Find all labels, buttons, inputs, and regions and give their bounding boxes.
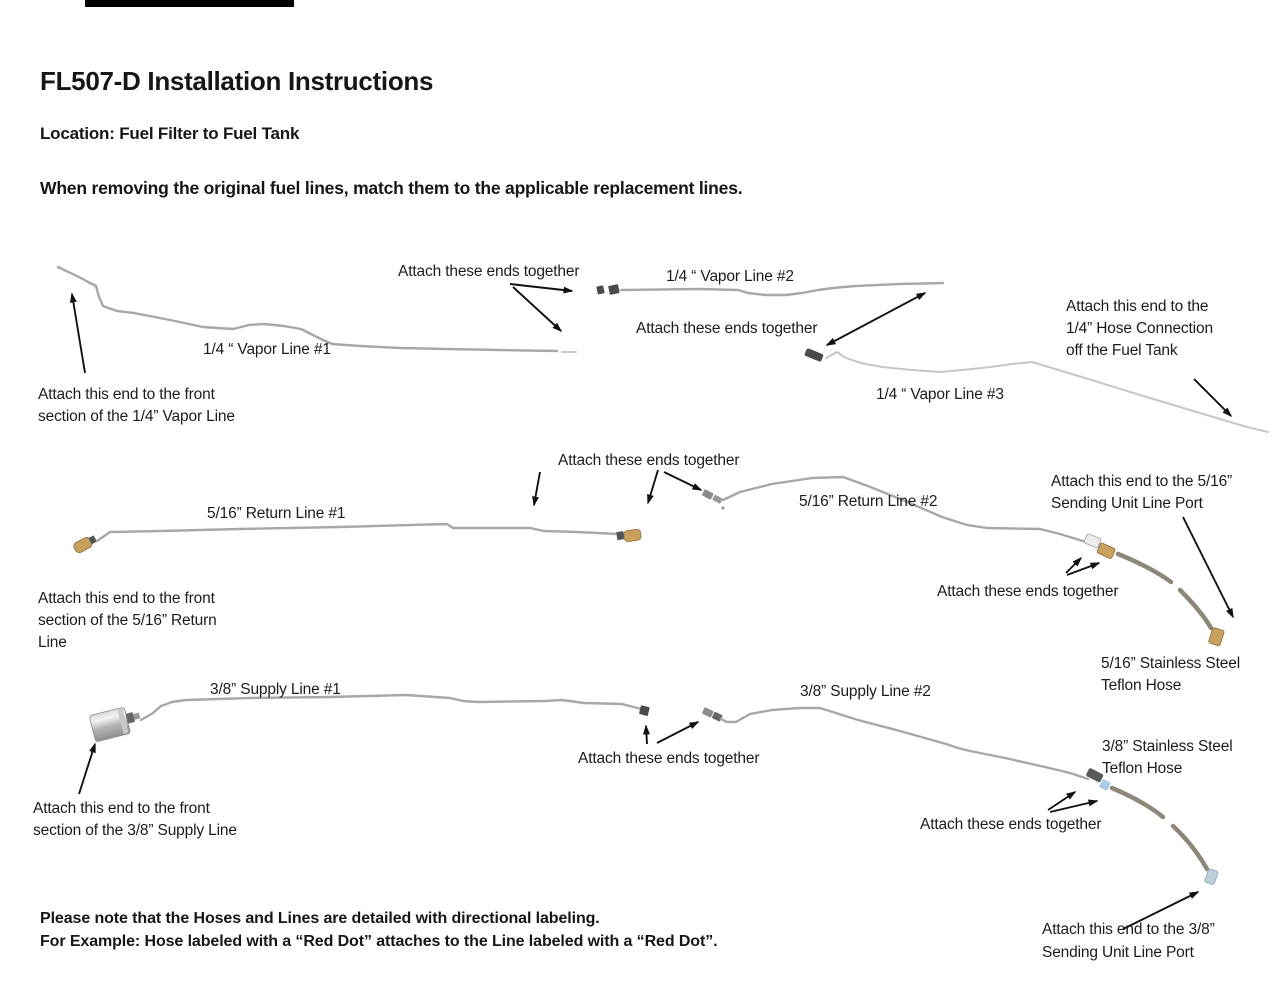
page-title: FL507-D Installation Instructions <box>40 66 434 96</box>
vapor-line-3-fitting <box>804 348 824 362</box>
return-teflon-hose-drawing <box>1115 551 1225 647</box>
vapor-front-note: Attach this end to the front section of … <box>38 386 235 425</box>
supply-port-note: Attach this end to the 3/8” Sending Unit… <box>1042 921 1215 961</box>
supply-line-2-drawing <box>702 706 1090 781</box>
vapor-line-2-drawing <box>619 281 945 297</box>
vapor-arrows <box>69 283 1233 418</box>
attach-ends-note-supply-hose: Attach these ends together <box>920 816 1102 833</box>
vapor-line-1-drawing <box>56 265 577 353</box>
return-port-note: Attach this end to the 5/16” Sending Uni… <box>1051 473 1233 512</box>
footer-note-line1: Please note that the Hoses and Lines are… <box>40 910 600 927</box>
return-arrows <box>532 469 1234 619</box>
vapor-line-3-label: 1/4 “ Vapor Line #3 <box>876 386 1004 403</box>
return-line-2-drawing <box>702 475 1088 544</box>
return-line-1-front-fitting <box>73 535 97 554</box>
return-hose-end-fitting <box>1208 627 1225 647</box>
supply-hose-label: 3/8” Stainless Steel Teflon Hose <box>1102 738 1233 777</box>
attach-ends-note-vapor-mid: Attach these ends together <box>636 320 818 337</box>
return-hose-junction <box>1083 533 1116 559</box>
supply-front-note: Attach this end to the front section of … <box>33 800 237 839</box>
return-hose-label: 5/16” Stainless Steel Teflon Hose <box>1101 655 1241 694</box>
return-line-2-label: 5/16” Return Line #2 <box>799 493 938 510</box>
supply-hose-junction <box>1086 768 1111 791</box>
vapor-line-2-label: 1/4 “ Vapor Line #2 <box>666 268 794 285</box>
supply-arrows <box>78 721 1200 930</box>
return-line-1-label: 5/16” Return Line #1 <box>207 505 346 522</box>
vapor-line-1-label: 1/4 “ Vapor Line #1 <box>203 341 331 358</box>
attach-ends-note-vapor-top: Attach these ends together <box>398 263 580 280</box>
supply-line-2-label: 3/8” Supply Line #2 <box>800 683 931 700</box>
supply-line-1-end-fitting <box>639 705 650 716</box>
attach-ends-note-supply-mid: Attach these ends together <box>578 750 760 767</box>
fuel-filter-drawing <box>89 707 141 742</box>
attach-ends-note-return-hose: Attach these ends together <box>937 583 1119 600</box>
supply-teflon-hose-drawing <box>1109 785 1219 885</box>
return-line-1-end-fitting <box>616 528 642 542</box>
return-line-1-drawing <box>73 522 642 554</box>
supply-line-1-drawing <box>139 693 650 722</box>
attach-ends-note-return-top: Attach these ends together <box>558 452 740 469</box>
top-partial-bar <box>85 0 294 7</box>
vapor-line-3-drawing <box>804 348 1269 433</box>
location-line: Location: Fuel Filter to Fuel Tank <box>40 124 300 143</box>
return-front-note: Attach this end to the front section of … <box>38 590 217 651</box>
vapor-line-junction-fittings <box>596 284 620 295</box>
supply-hose-end-fitting <box>1204 868 1219 885</box>
intro-line: When removing the original fuel lines, m… <box>40 178 743 198</box>
vapor-tank-note: Attach this end to the 1/4” Hose Connect… <box>1066 298 1213 359</box>
footer-note-line2: For Example: Hose labeled with a “Red Do… <box>40 933 718 950</box>
blue-band <box>1099 779 1111 791</box>
supply-line-1-label: 3/8” Supply Line #1 <box>210 681 341 698</box>
